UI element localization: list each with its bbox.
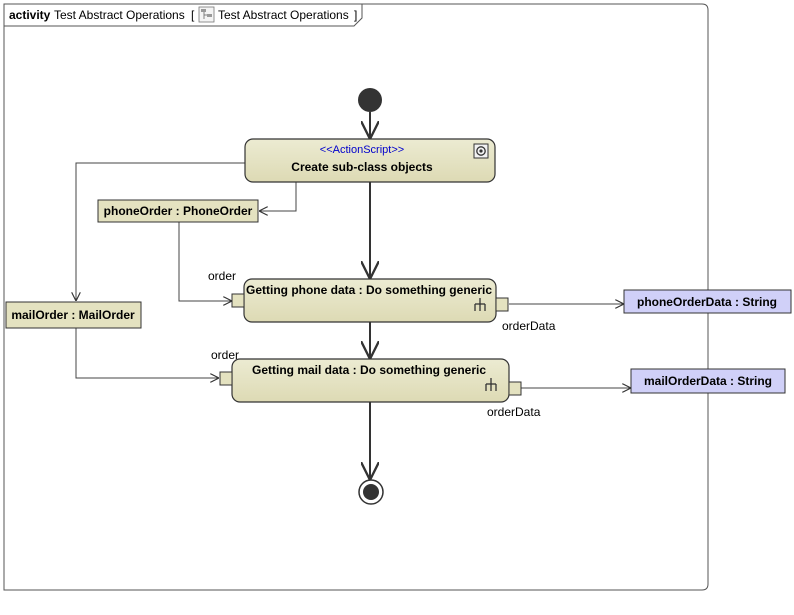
flow-create-to-phone-order[interactable] (259, 182, 297, 211)
flow-create-to-mail-order[interactable] (76, 162, 245, 301)
mail-input-pin[interactable] (219, 371, 233, 386)
object-node-mail-order[interactable]: mailOrder : MailOrder (5, 301, 142, 329)
action-create-sub-class-objects[interactable]: <<ActionScript>> Create sub-class object… (244, 138, 496, 183)
call-behavior-rake-icon (474, 298, 486, 311)
object-node-phone-order[interactable]: phoneOrder : PhoneOrder (97, 199, 259, 223)
phone-input-pin[interactable] (231, 293, 245, 308)
activity-final-node[interactable] (358, 479, 384, 505)
mail-output-pin-label: orderData (487, 405, 541, 419)
mail-order-label: mailOrder : MailOrder (11, 308, 135, 322)
phone-order-data-label: phoneOrderData : String (637, 295, 777, 309)
action-settings-icon (473, 143, 489, 159)
flow-mail-order-to-pin[interactable] (75, 328, 219, 378)
action-phone-label: Getting phone data : Do something generi… (246, 283, 492, 297)
call-behavior-rake-icon (485, 378, 497, 391)
object-flows (75, 162, 631, 388)
object-node-phone-order-data[interactable]: phoneOrderData : String (623, 289, 792, 314)
flow-phone-order-to-pin[interactable] (178, 222, 232, 301)
phone-output-pin-label: orderData (502, 319, 556, 333)
phone-order-label: phoneOrder : PhoneOrder (104, 204, 253, 218)
frame-keyword: activity (9, 8, 51, 22)
action-getting-mail-data[interactable]: Getting mail data : Do something generic (231, 358, 510, 403)
frame-bracket-open: [ (191, 8, 195, 22)
object-node-mail-order-data[interactable]: mailOrderData : String (630, 368, 786, 394)
action-mail-label: Getting mail data : Do something generic (252, 363, 486, 377)
frame-bracket-close: ] (354, 8, 357, 22)
initial-node[interactable] (358, 88, 382, 112)
mail-order-data-label: mailOrderData : String (644, 374, 772, 388)
mail-output-pin[interactable] (508, 381, 522, 396)
action-getting-phone-data[interactable]: Getting phone data : Do something generi… (243, 278, 497, 323)
mail-input-pin-label: order (211, 348, 239, 362)
phone-input-pin-label: order (208, 269, 236, 283)
action-create-label: Create sub-class objects (291, 160, 433, 174)
frame-ref-name: Test Abstract Operations (218, 8, 349, 22)
frame-name: Test Abstract Operations (54, 8, 185, 22)
action-stereotype: <<ActionScript>> (320, 144, 404, 156)
activity-diagram-icon (198, 6, 215, 23)
phone-output-pin[interactable] (495, 297, 509, 312)
